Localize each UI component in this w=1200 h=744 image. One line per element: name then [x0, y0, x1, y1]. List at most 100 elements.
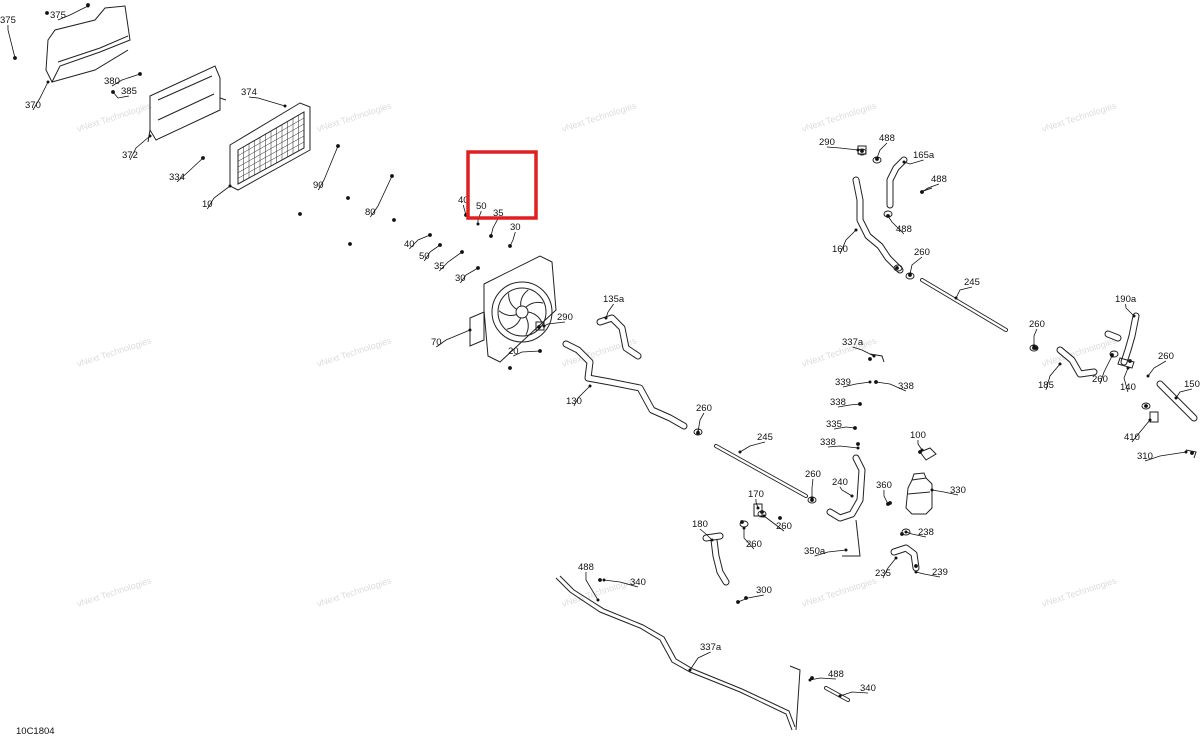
hose-165a — [886, 156, 908, 209]
hardware-point — [392, 218, 396, 222]
leader-line — [439, 251, 463, 272]
leader-end — [856, 148, 860, 152]
callout-label: 337a — [842, 337, 864, 348]
leader-end — [604, 316, 608, 320]
leader-line — [921, 183, 940, 193]
callout-label: 372 — [122, 150, 138, 161]
leader-line — [955, 286, 973, 299]
pipe-245-lower — [714, 444, 808, 498]
leader-end — [489, 234, 493, 238]
leader-line — [839, 229, 857, 255]
hardware-point — [45, 11, 49, 15]
coolant-cap-100 — [919, 447, 937, 461]
callout-label: 20 — [508, 346, 519, 357]
hose-clamp — [739, 520, 749, 528]
leader-line — [1144, 451, 1187, 462]
callout-label: 290 — [819, 137, 835, 148]
leader-line — [509, 231, 516, 247]
callout-label: 180 — [692, 519, 708, 530]
callout-label: 260 — [1092, 374, 1108, 385]
leader-end — [710, 538, 714, 542]
leader-line — [369, 175, 393, 218]
callout-label: 375 — [0, 15, 16, 26]
leader-end — [853, 426, 857, 430]
leader-end — [438, 243, 442, 247]
leader-line — [1099, 355, 1113, 385]
leader-end — [111, 90, 115, 94]
leader-end — [904, 530, 908, 534]
callout-label: 30 — [455, 273, 466, 284]
leader-end — [542, 324, 546, 328]
leader-line — [689, 651, 711, 671]
leader-line — [1131, 419, 1151, 443]
callout-label: 170 — [748, 489, 764, 500]
callout-label: 160 — [832, 244, 848, 255]
callout-label: 339 — [835, 377, 851, 388]
bracket-350a — [842, 519, 861, 557]
leader-end — [696, 430, 700, 434]
leader-line — [112, 91, 130, 99]
hardware-point — [778, 516, 782, 520]
callout-label: 260 — [696, 403, 712, 414]
leader-line — [1123, 367, 1129, 393]
callout-label: 488 — [879, 133, 895, 144]
leader-line — [839, 691, 868, 697]
leader-line — [814, 549, 847, 557]
leader-line — [809, 677, 836, 681]
callout-label: 90 — [313, 180, 324, 191]
hardware-point — [895, 266, 899, 270]
leader-line — [111, 73, 141, 87]
leader-end — [810, 496, 814, 500]
leader-line — [176, 157, 204, 183]
leader-line — [699, 528, 713, 541]
hose-190a — [1104, 312, 1140, 366]
callout-label: 335 — [826, 419, 842, 430]
watermark-text: vNext Technologies — [315, 100, 393, 134]
hardware-point — [298, 212, 302, 216]
callout-label: 30 — [510, 222, 521, 233]
leader-line — [1147, 360, 1167, 377]
callout-label: 290 — [557, 312, 573, 323]
leader-end — [858, 402, 862, 406]
leader-end — [954, 296, 958, 300]
callout-label: 40 — [404, 239, 415, 250]
leader-end — [476, 222, 480, 226]
fan-shroud-70 — [469, 255, 557, 363]
leader-line — [903, 159, 924, 165]
leader-end — [914, 570, 918, 574]
leader-end — [920, 448, 924, 452]
leader-line — [842, 381, 871, 388]
leader-end — [508, 244, 512, 248]
leader-line — [755, 498, 759, 509]
callout-label: 488 — [931, 174, 947, 185]
leader-line — [573, 385, 591, 407]
fitting-410 — [1149, 411, 1159, 423]
callout-label: 300 — [756, 585, 772, 596]
callout-label: 235 — [875, 568, 891, 579]
leader-end — [872, 354, 876, 358]
leader-end — [538, 349, 542, 353]
callout-label: 40 — [458, 195, 469, 206]
leader-line — [423, 244, 441, 262]
leader-line — [811, 478, 814, 498]
callout-label: 488 — [828, 669, 844, 680]
callout-label: 130 — [566, 396, 582, 407]
leader-line — [1033, 328, 1038, 346]
leader-end — [148, 134, 152, 138]
callout-label: 80 — [365, 207, 376, 218]
leader-line — [931, 489, 959, 496]
leader-end — [688, 668, 692, 672]
leader-end — [596, 598, 600, 602]
document-code: 10C1804 — [16, 726, 55, 737]
callout-label: 340 — [630, 577, 646, 588]
callout-label: 330 — [950, 485, 966, 496]
leader-line — [876, 142, 888, 159]
leader-end — [738, 450, 742, 454]
hardware-point — [348, 242, 352, 246]
callout-label: 350a — [804, 546, 826, 557]
leader-line — [248, 96, 286, 107]
callout-labels: 3753753703803853723743341090804050353040… — [0, 10, 1200, 694]
hardware-point — [598, 578, 602, 582]
callout-label: 380 — [104, 76, 120, 87]
hose-130 — [562, 340, 688, 430]
